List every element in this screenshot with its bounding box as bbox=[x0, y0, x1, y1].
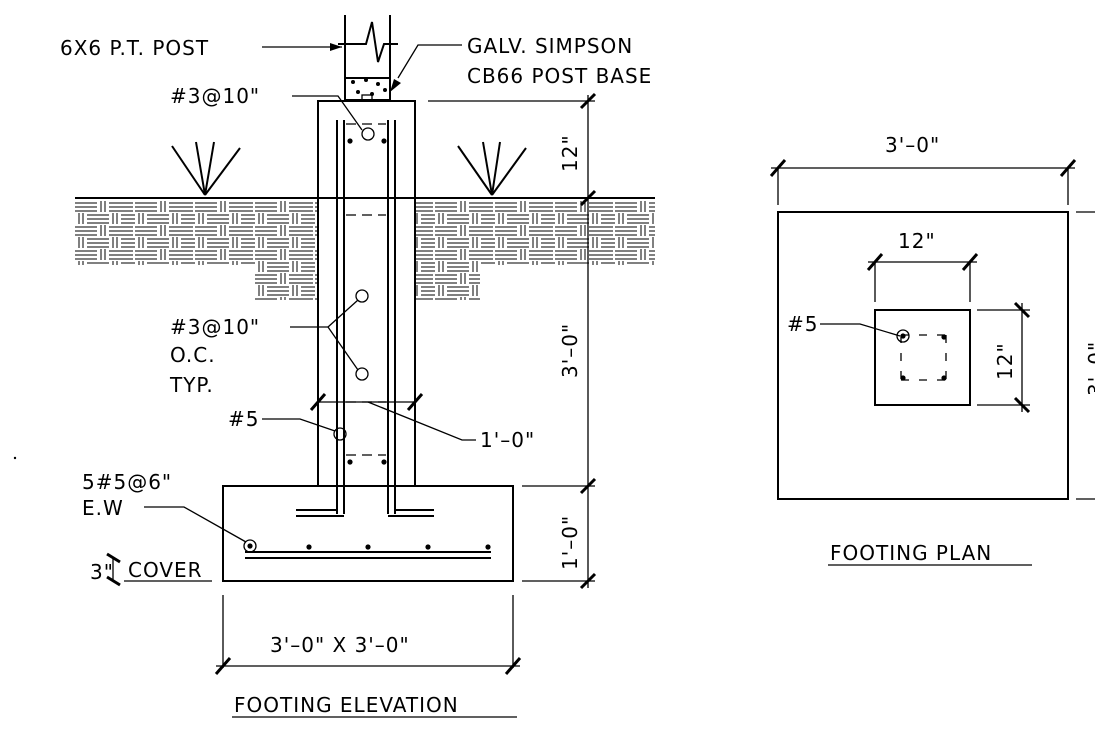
plan-pier-depth-label: 12" bbox=[993, 342, 1017, 380]
pier bbox=[317, 100, 416, 487]
plan-title: FOOTING PLAN bbox=[830, 541, 992, 565]
footing bbox=[222, 485, 514, 582]
cover-label: COVER bbox=[128, 558, 203, 582]
footing-elevation: 6X6 P.T. POST GALV. SIMPSON CB66 POST BA… bbox=[13, 15, 655, 718]
cover-dimension: 3" bbox=[90, 560, 114, 584]
grass-right-icon bbox=[457, 141, 527, 196]
tie-top-label: #3@10" bbox=[170, 84, 260, 108]
dim-top-label: 12" bbox=[558, 134, 582, 172]
plan-rebar-label: #5 bbox=[787, 312, 818, 336]
plan-footing-outline bbox=[777, 211, 1069, 500]
post-base-label-2: CB66 POST BASE bbox=[467, 64, 652, 88]
tie-mid-label-3: TYP. bbox=[169, 373, 214, 397]
post bbox=[338, 15, 398, 102]
tie-mid-label-2: O.C. bbox=[170, 343, 216, 367]
grass-left-icon bbox=[171, 141, 241, 196]
footing-plan: #5 3'–0" 12" 12" 3'–0" FOOTING PLAN bbox=[769, 133, 1095, 566]
footing-bars-label-2: E.W bbox=[82, 496, 124, 520]
post-label: 6X6 P.T. POST bbox=[60, 36, 209, 60]
plan-side-label: 3'–0" bbox=[1084, 341, 1095, 396]
tie-mid-label-1: #3@10" bbox=[170, 315, 260, 339]
elevation-title: FOOTING ELEVATION bbox=[234, 693, 459, 717]
plan-pier-width-label: 12" bbox=[898, 229, 936, 253]
pier-width-label: 1'–0" bbox=[480, 428, 535, 452]
footing-size-label: 3'–0" X 3'–0" bbox=[270, 633, 410, 657]
footing-bars-label-1: 5#5@6" bbox=[82, 470, 172, 494]
plan-width-label: 3'–0" bbox=[885, 133, 940, 157]
post-base-label-1: GALV. SIMPSON bbox=[467, 34, 633, 58]
rebar-vertical-label: #5 bbox=[228, 407, 259, 431]
plan-pier-outline bbox=[874, 309, 971, 406]
dim-footing-depth-label: 1'–0" bbox=[558, 515, 582, 570]
dim-mid-label: 3'–0" bbox=[558, 323, 582, 378]
